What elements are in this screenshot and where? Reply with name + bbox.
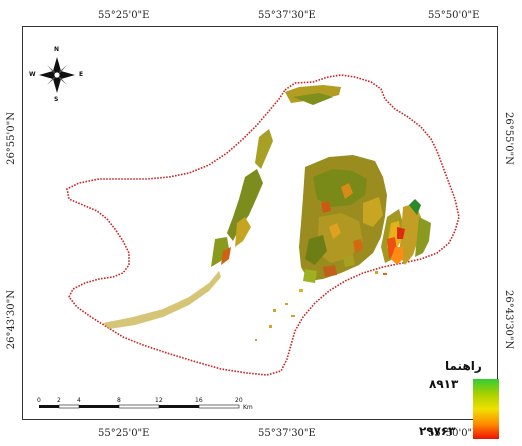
north-label-w: W <box>29 71 36 78</box>
compass-rose-icon <box>39 57 75 93</box>
coord-right-2: 26°43'30"N <box>503 290 514 350</box>
scale-tick-20: 20 <box>235 397 243 404</box>
scale-tick-2: 2 <box>57 397 61 404</box>
legend-title: راهنما <box>445 359 482 373</box>
legend-high-value: ۸۹۱۳ <box>429 377 459 391</box>
north-label-e: E <box>79 71 84 78</box>
vegetation-cluster-east <box>381 199 431 265</box>
scale-tick-12: 12 <box>155 397 163 404</box>
vegetation-specks <box>255 271 387 341</box>
study-area-boundary <box>66 74 460 376</box>
legend-color-ramp <box>473 379 499 439</box>
coord-bottom-3: 55°50'0"E <box>428 428 480 439</box>
legend-low-value: ۲۹۷۶۳ <box>419 424 456 438</box>
scale-bar <box>39 404 240 409</box>
coord-top-3: 55°50'0"E <box>428 10 480 21</box>
vegetation-cluster-north <box>285 85 341 105</box>
scale-unit: Km <box>243 404 253 411</box>
vegetation-cluster-west <box>211 129 273 267</box>
coord-left-2: 26°43'30"N <box>6 290 17 350</box>
coord-bottom-2: 55°37'30"E <box>258 428 316 439</box>
coord-top-1: 55°25'0"E <box>98 10 150 21</box>
scale-tick-8: 8 <box>117 397 121 404</box>
map-frame: N S E W 0 2 4 8 12 16 20 Km راهنما ۸۹۱۳ … <box>22 26 499 439</box>
coord-left-1: 26°55'0"N <box>6 112 17 165</box>
coord-top-2: 55°37'30"E <box>258 10 316 21</box>
scale-tick-16: 16 <box>195 397 203 404</box>
scale-tick-4: 4 <box>77 397 81 404</box>
coord-right-1: 26°55'0"N <box>503 112 514 165</box>
north-label-n: N <box>54 46 60 53</box>
vegetation-strip-southwest <box>103 271 221 329</box>
scale-tick-0: 0 <box>37 397 41 404</box>
coord-bottom-1: 55°25'0"E <box>98 428 150 439</box>
north-label-s: S <box>54 96 59 103</box>
map-canvas <box>39 57 460 409</box>
vegetation-cluster-central <box>299 155 387 283</box>
